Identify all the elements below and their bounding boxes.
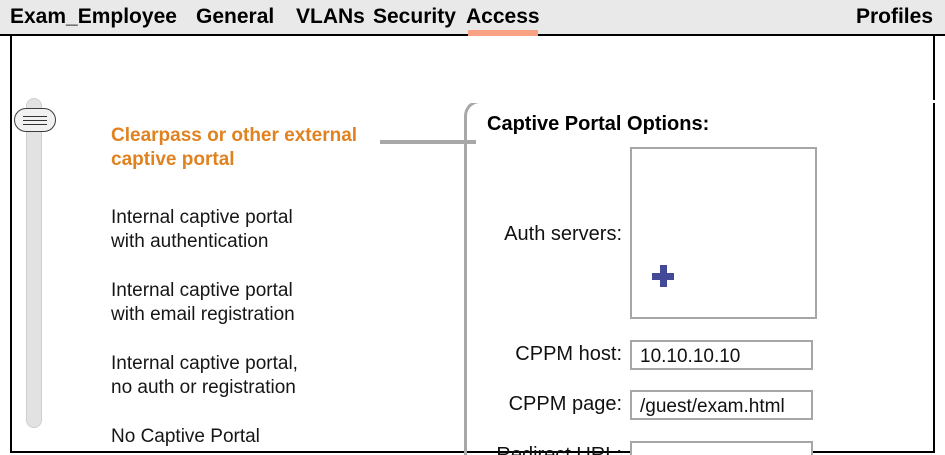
- panel-top-mask: [470, 100, 945, 103]
- scrollbar-thumb[interactable]: [14, 108, 56, 132]
- panel-title: Captive Portal Options:: [487, 113, 710, 135]
- tab-security-label: Security: [373, 5, 456, 28]
- cppm-host-input[interactable]: 10.10.10.10: [630, 340, 813, 370]
- cppm-host-label: CPPM host:: [515, 343, 622, 365]
- tab-profiles[interactable]: Profiles: [856, 4, 933, 30]
- scrollbar-track[interactable]: [26, 98, 42, 428]
- tab-general[interactable]: General: [196, 4, 274, 30]
- option-internal-with-email-registration[interactable]: Internal captive portal with email regis…: [111, 280, 295, 325]
- option-internal-no-auth-or-registration[interactable]: Internal captive portal, no auth or regi…: [111, 353, 298, 398]
- tab-vlans[interactable]: VLANs: [296, 4, 365, 30]
- tab-general-label: General: [196, 5, 275, 28]
- plus-icon[interactable]: [652, 265, 674, 287]
- tab-vlans-label: VLANs: [296, 5, 365, 28]
- grip-lines-icon: [23, 124, 47, 125]
- tab-profiles-label: Profiles: [855, 5, 933, 28]
- captive-portal-options-panel: Captive Portal Options: Auth servers: CP…: [464, 100, 945, 455]
- tab-bar: Exam_Employee General VLANs Security Acc…: [0, 0, 945, 36]
- tab-access[interactable]: Access: [466, 4, 540, 36]
- active-tab-indicator: [468, 30, 538, 36]
- page-title: Exam_Employee: [10, 5, 177, 28]
- redirect-url-label: Redirect URL:: [496, 444, 622, 455]
- option-no-captive-portal[interactable]: No Captive Portal: [111, 426, 260, 447]
- auth-servers-label: Auth servers:: [504, 223, 622, 245]
- cppm-page-value: /guest/exam.html: [640, 396, 785, 417]
- option-clearpass-external[interactable]: Clearpass or other external captive port…: [111, 125, 358, 170]
- cppm-host-value: 10.10.10.10: [640, 346, 741, 367]
- option-internal-with-authentication[interactable]: Internal captive portal with authenticat…: [111, 207, 293, 252]
- redirect-url-input[interactable]: [630, 441, 813, 455]
- tab-access-label: Access: [466, 5, 540, 28]
- content-panel: Clearpass or other external captive port…: [10, 36, 945, 455]
- vertical-scrollbar[interactable]: [14, 98, 56, 428]
- tab-security[interactable]: Security: [373, 4, 456, 30]
- grip-lines-icon: [23, 120, 47, 121]
- cppm-page-input[interactable]: /guest/exam.html: [630, 390, 813, 420]
- redirect-url-value: [632, 443, 811, 451]
- grip-lines-icon: [23, 116, 47, 117]
- connector-line: [380, 140, 476, 144]
- cppm-page-label: CPPM page:: [508, 393, 622, 415]
- auth-servers-list-box[interactable]: [630, 147, 817, 319]
